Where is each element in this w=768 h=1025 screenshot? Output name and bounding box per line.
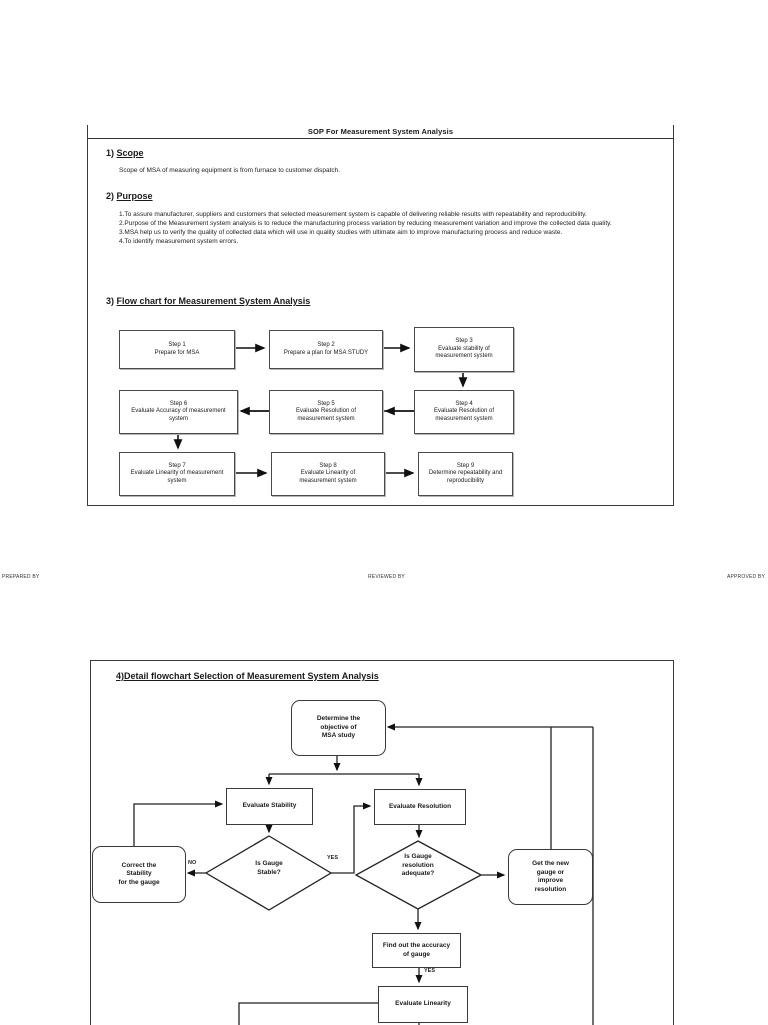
purpose-item: 1.To assure manufacturer, suppliers and … [119,211,587,218]
page1-flow-arrows [173,343,468,478]
node-evaluate-resolution: Evaluate Resolution [374,789,466,825]
step-desc: Evaluate Linearity of measurement system [130,470,224,484]
purpose-item: 4.To identify measurement system errors. [119,238,239,245]
scope-heading-text: Scope [116,148,144,158]
purpose-heading-text: Purpose [116,191,153,201]
purpose-list: 1.To assure manufacturer, suppliers and … [119,210,667,246]
step-label: Step 3 [455,338,473,345]
flow-step-4-box: Step 4 Evaluate Resolution of measuremen… [414,390,514,434]
purpose-item: 3.MSA help us to verify the quality of c… [119,229,563,236]
scope-body: Scope of MSA of measuring equipment is f… [119,167,341,174]
step-label: Step 9 [456,462,475,469]
step-desc: Prepare a plan for MSA STUDY [283,349,369,356]
step-desc: Determine repeatability and reproducibil… [428,470,503,484]
node-determine-objective: Determine the objective of MSA study [291,700,386,756]
scope-heading-number: 1) [106,148,115,158]
step-label: Step 6 [169,400,188,407]
node-get-new-gauge: Get the new gauge or improve resolution [508,849,593,905]
yes-accuracy-label: YES [424,968,436,974]
is-resolution-adequate-text: Is Gauge resolution adequate? [401,853,435,877]
purpose-heading-number: 2) [106,191,115,201]
is-gauge-stable-text: Is Gauge Stable? [255,860,283,876]
yes-branch-label: YES [327,855,339,861]
step-label: Step 7 [168,462,186,469]
purpose-heading: 2) Purpose [106,191,153,201]
flow-step-5-box: Step 5 Evaluate Resolution of measuremen… [269,390,383,434]
step-label: Step 2 [317,342,335,348]
step-desc: Evaluate Resolution of measurement syste… [295,408,357,422]
reviewed-by-label: REVIEWED BY [368,574,405,580]
step-desc: Evaluate Resolution of measurement syste… [433,408,495,422]
step-desc: Evaluate Linearity of measurement system [299,470,357,484]
no-branch-label: NO [188,860,197,866]
flow-step-2-box: Step 2 Prepare a plan for MSA STUDY [269,330,383,369]
step-label: Step 1 [168,342,186,348]
flowchart-heading-text: Flow chart for Measurement System Analys… [116,296,311,306]
node-find-accuracy: Find out the accuracy of gauge [372,933,461,968]
step-label: Step 4 [455,400,473,407]
flow-step-8-box: Step 8 Evaluate Linearity of measurement… [271,452,385,496]
step-desc: Evaluate stability of measurement system [435,345,493,360]
node-evaluate-stability: Evaluate Stability [226,788,313,825]
document-page-2: 4)Detail flowchart Selection of Measurem… [90,660,674,1025]
node-correct-stability: Correct the Stability for the gauge [92,846,186,903]
step-label: Step 8 [319,462,337,469]
flowchart-heading-number: 3) [106,296,115,306]
approved-by-label: APPROVED BY [726,574,765,580]
flow-step-3-box: Step 3 Evaluate stability of measurement… [414,327,514,372]
flow-step-6-box: Step 6 Evaluate Accuracy of measurement … [119,390,238,434]
document-page-1: SOP For Measurement System Analysis 1) S… [87,125,674,506]
purpose-item: 2.Purpose of the Measurement system anal… [119,220,612,227]
flow-step-1-box: Step 1 Prepare for MSA [119,330,235,369]
flow-step-9-box: Step 9 Determine repeatability and repro… [418,452,513,496]
step-desc: Evaluate Accuracy of measurement system [131,408,226,422]
step-label: Step 5 [317,400,335,407]
detail-flowchart-heading: 4)Detail flowchart Selection of Measurem… [116,671,379,681]
scope-heading: 1) Scope [106,148,144,158]
flowchart-heading: 3) Flow chart for Measurement System Ana… [106,296,310,306]
flow-step-7-box: Step 7 Evaluate Linearity of measurement… [119,452,235,496]
step-desc: Prepare for MSA [154,349,200,356]
document-title: SOP For Measurement System Analysis [307,127,454,136]
page1-title-row: SOP For Measurement System Analysis [88,125,673,139]
node-evaluate-linearity: Evaluate Linearity [378,986,468,1023]
prepared-by-label: PREPARED BY [2,574,40,580]
